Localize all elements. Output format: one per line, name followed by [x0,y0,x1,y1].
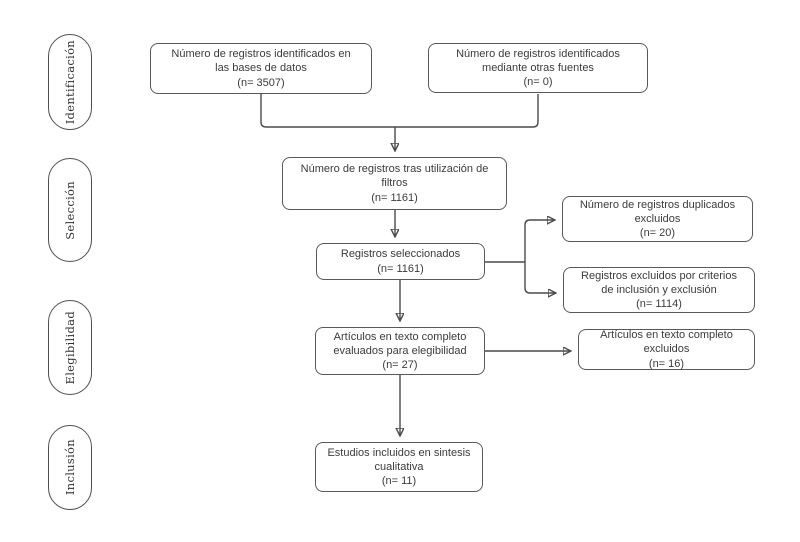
node-identified-other-sources: Número de registros identificados median… [428,43,648,93]
edge-to-duplicates [524,220,554,262]
edge-to-criteria [524,262,555,293]
node-after-filters: Número de registros tras utilización de … [282,157,507,210]
stage-label-screening: Selección [63,180,77,240]
node-included-qualitative: Estudios incluidos en sintesis cualitati… [315,442,483,492]
stage-label-eligibility: Elegibilidad [63,310,77,385]
node-fulltext-assessed: Artículos en texto completo evaluados pa… [315,327,485,375]
stage-pill-screening: Selección [48,158,92,262]
node-records-selected: Registros seleccionados (n= 1161) [316,243,485,280]
stage-label-identification: Identificación [63,39,77,125]
node-identified-databases: Número de registros identificados en las… [150,43,372,94]
stage-pill-eligibility: Elegibilidad [48,300,92,395]
stage-pill-inclusion: Inclusión [48,425,92,510]
node-duplicates-excluded: Número de registros duplicados excluidos… [562,196,753,242]
edge-merge-bracket [260,94,539,128]
node-fulltext-excluded: Artículos en texto completo excluidos (n… [578,329,755,370]
node-excluded-by-criteria: Registros excluidos por criterios de inc… [563,267,755,313]
stage-label-inclusion: Inclusión [63,439,77,496]
stage-pill-identification: Identificación [48,34,92,130]
